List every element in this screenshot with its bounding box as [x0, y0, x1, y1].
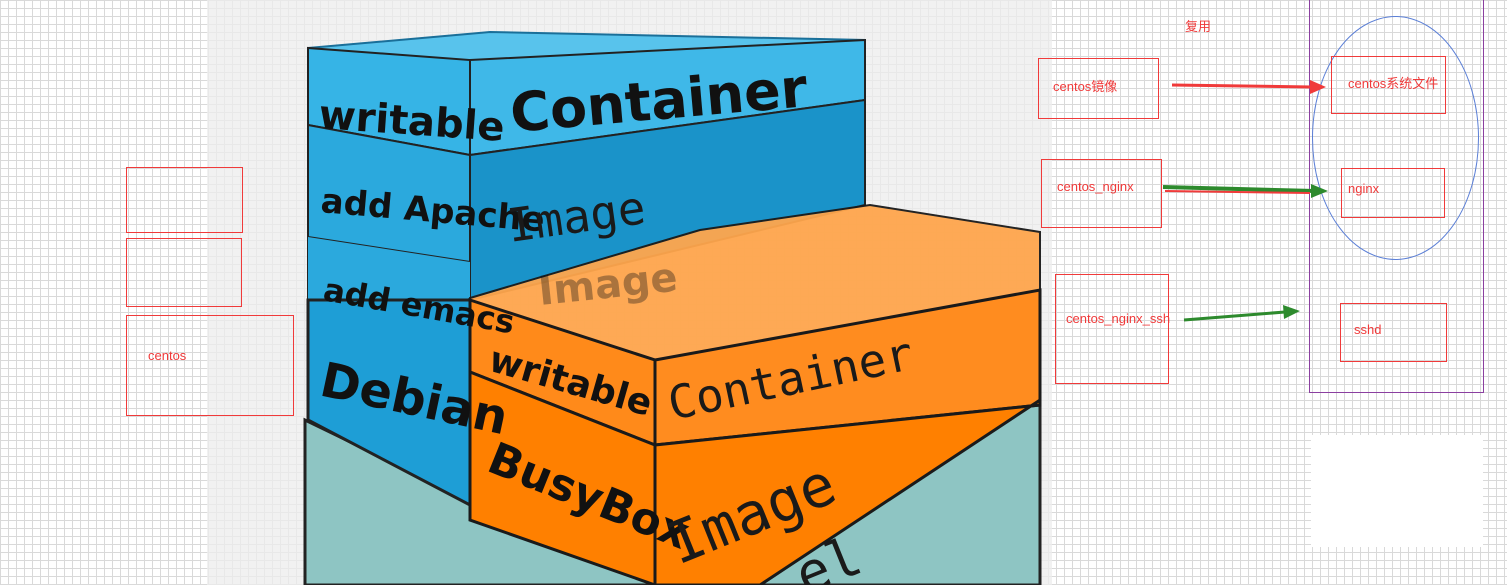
annotation-box-empty-1	[126, 167, 243, 233]
image-label-centos-nginx: centos_nginx	[1057, 179, 1134, 194]
layer-label-sshd: sshd	[1354, 322, 1381, 337]
centos-label: centos	[148, 348, 186, 363]
reuse-label: 复用	[1185, 16, 1211, 35]
layer-label-nginx: nginx	[1348, 181, 1379, 196]
layer-label-centos-files: centos系统文件	[1348, 73, 1438, 92]
image-label-centos-nginx-ssh: centos_nginx_ssh	[1066, 311, 1170, 326]
annotation-box-empty-2	[126, 238, 242, 307]
annotation-box-centos	[126, 315, 294, 416]
blank-patch	[1311, 435, 1483, 547]
image-label-centos: centos镜像	[1053, 76, 1117, 95]
shared-layers-ellipse	[1312, 16, 1479, 260]
image-box-centos-nginx-ssh	[1055, 274, 1169, 384]
